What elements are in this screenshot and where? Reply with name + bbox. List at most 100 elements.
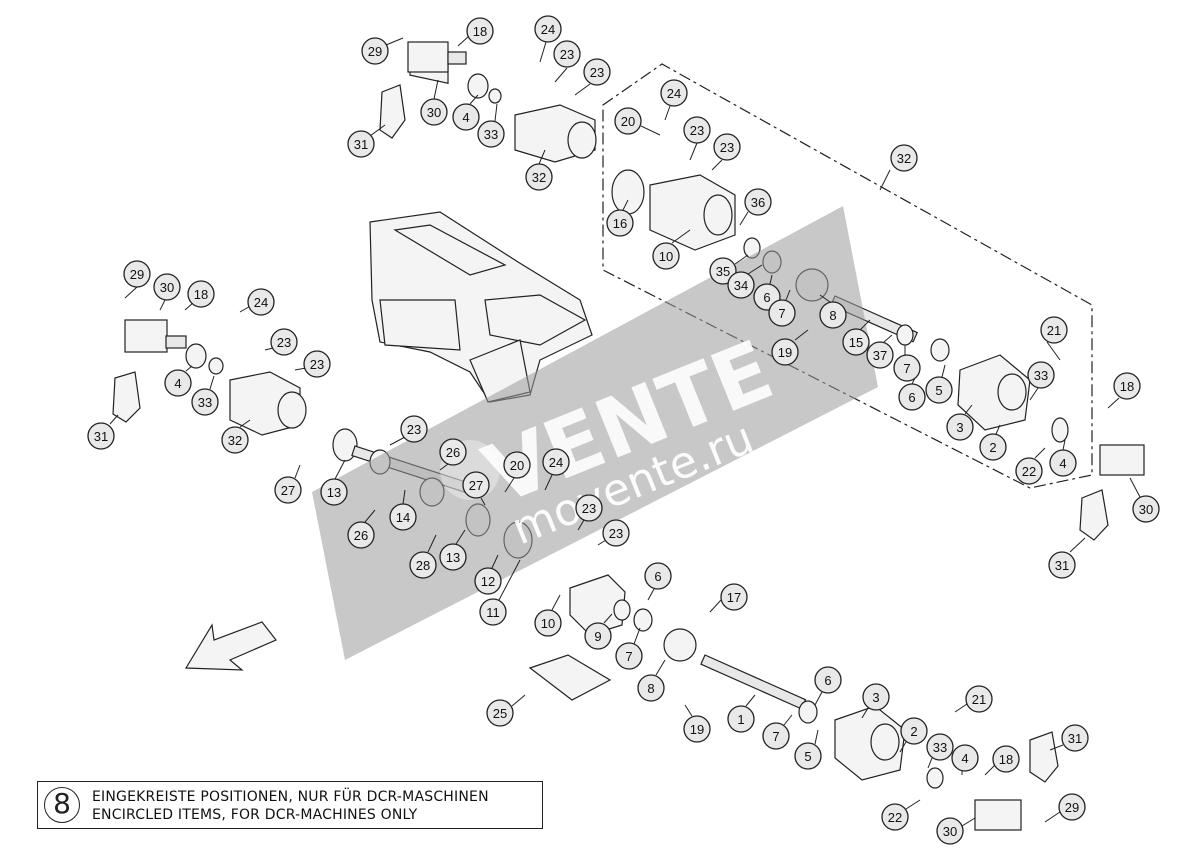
leader-line <box>954 703 968 713</box>
leader-line <box>1046 341 1061 361</box>
callout-circle <box>584 622 612 650</box>
legend-text-de: EINGEKREISTE POSITIONEN, NUR FÜR DCR-MAS… <box>92 789 489 805</box>
callout-circle <box>762 722 790 750</box>
leader-line <box>734 254 749 265</box>
leader-line <box>664 105 671 121</box>
callout-19: 19 <box>771 338 799 366</box>
leader-line <box>814 691 823 706</box>
callout-circle <box>164 369 192 397</box>
leader-line <box>785 289 791 301</box>
callout-circle <box>979 433 1007 461</box>
callout-circle <box>542 448 570 476</box>
callout-number: 30 <box>943 824 957 839</box>
callout-number: 22 <box>1022 464 1036 479</box>
leader-line <box>498 559 521 601</box>
callout-26: 26 <box>439 438 467 466</box>
callout-2: 2 <box>979 433 1007 461</box>
leader-line <box>109 414 119 425</box>
callout-31: 31 <box>1061 724 1089 752</box>
callout-17: 17 <box>720 583 748 611</box>
callout-33: 33 <box>477 120 505 148</box>
callout-number: 29 <box>368 44 382 59</box>
callout-number: 32 <box>228 433 242 448</box>
callout-number: 21 <box>972 692 986 707</box>
leader-line <box>647 588 655 601</box>
callout-29: 29 <box>361 37 389 65</box>
callout-circle <box>1058 793 1086 821</box>
callout-23: 23 <box>683 116 711 144</box>
leader-line <box>859 319 871 331</box>
encircled-eight-icon: 8 <box>44 787 80 823</box>
callout-number: 10 <box>541 616 555 631</box>
leader-line <box>783 714 793 726</box>
callout-number: 6 <box>654 569 661 584</box>
callout-23: 23 <box>553 40 581 68</box>
callout-circle <box>270 328 298 356</box>
callout-36: 36 <box>744 188 772 216</box>
callout-number: 7 <box>778 306 785 321</box>
callout-circle <box>525 163 553 191</box>
callout-number: 18 <box>473 24 487 39</box>
callout-18: 18 <box>466 17 494 45</box>
callout-24: 24 <box>542 448 570 476</box>
leader-line <box>819 294 831 303</box>
callout-circle <box>221 426 249 454</box>
leader-line <box>769 274 773 285</box>
callout-13: 13 <box>439 543 467 571</box>
callout-18: 18 <box>1113 372 1141 400</box>
callout-circle <box>727 705 755 733</box>
callout-circle <box>87 422 115 450</box>
callout-circle <box>486 699 514 727</box>
callout-30: 30 <box>153 273 181 301</box>
callout-16: 16 <box>606 209 634 237</box>
leader-line <box>1034 447 1046 459</box>
callout-number: 9 <box>594 629 601 644</box>
callout-4: 4 <box>452 103 480 131</box>
callout-circle <box>1015 457 1043 485</box>
leader-line <box>402 489 406 505</box>
leader-line <box>689 142 698 161</box>
callout-circle <box>727 271 755 299</box>
leader-line <box>984 764 996 776</box>
callout-circle <box>794 742 822 770</box>
callout-number: 30 <box>160 280 174 295</box>
callout-number: 24 <box>549 455 563 470</box>
callout-number: 4 <box>1059 456 1066 471</box>
callout-8: 8 <box>637 674 665 702</box>
callout-number: 26 <box>354 528 368 543</box>
callout-circle <box>583 58 611 86</box>
leader-line <box>961 817 976 827</box>
callout-circle <box>683 715 711 743</box>
callout-10: 10 <box>534 609 562 637</box>
callout-number: 31 <box>1055 558 1069 573</box>
callout-number: 33 <box>484 127 498 142</box>
callout-7: 7 <box>762 722 790 750</box>
leader-line <box>124 286 138 299</box>
callout-number: 16 <box>613 216 627 231</box>
leader-line <box>511 694 526 707</box>
callout-29: 29 <box>1058 793 1086 821</box>
callout-37: 37 <box>866 341 894 369</box>
callout-number: 23 <box>277 335 291 350</box>
callout-circle <box>898 383 926 411</box>
leader-line <box>879 169 891 191</box>
callout-9: 9 <box>584 622 612 650</box>
callout-circle <box>479 598 507 626</box>
leader-line <box>433 79 439 100</box>
callout-number: 4 <box>462 110 469 125</box>
callout-13: 13 <box>320 478 348 506</box>
callout-circle <box>575 494 603 522</box>
callout-12: 12 <box>474 567 502 595</box>
callout-number: 8 <box>647 681 654 696</box>
callout-circle <box>1040 316 1068 344</box>
leader-line <box>389 436 406 446</box>
callout-circle <box>1061 724 1089 752</box>
callout-number: 2 <box>989 440 996 455</box>
callout-23: 23 <box>602 519 630 547</box>
callout-5: 5 <box>794 742 822 770</box>
leader-line <box>209 375 215 390</box>
callout-number: 7 <box>625 649 632 664</box>
callout-4: 4 <box>164 369 192 397</box>
callout-circle <box>466 17 494 45</box>
